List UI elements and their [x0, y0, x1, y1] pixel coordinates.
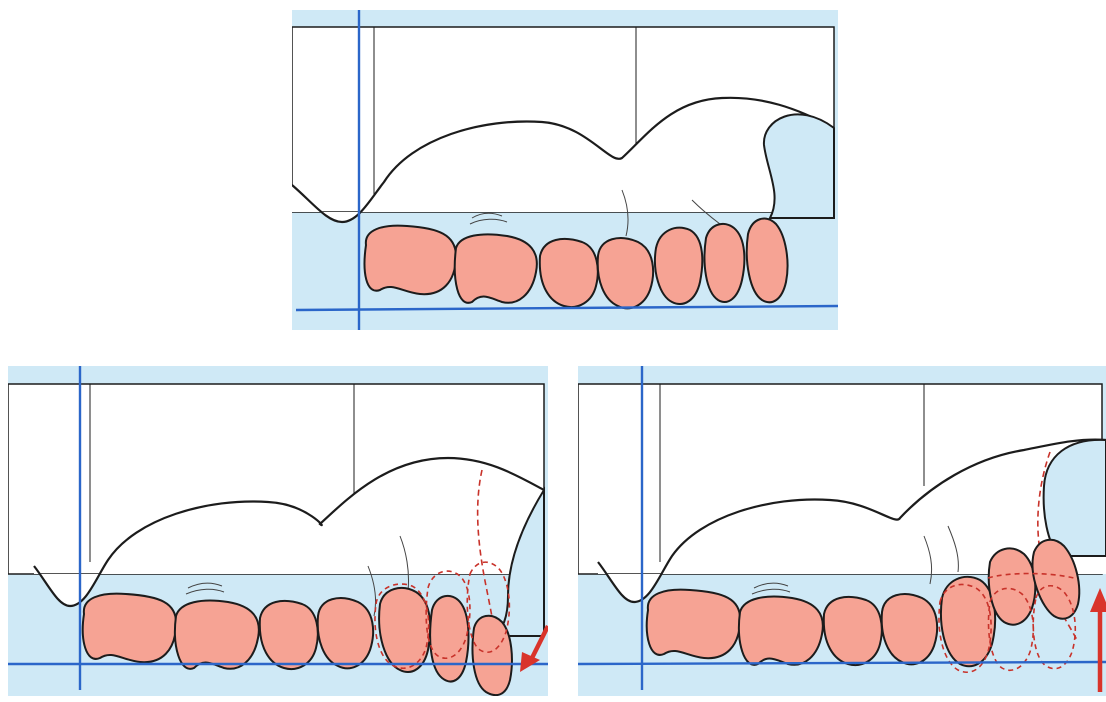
dental-arch-diagram-baseline	[292, 10, 838, 330]
tooth-canine	[941, 577, 995, 666]
dental-arch-diagram-tipped-down	[8, 366, 548, 696]
tooth-incisor	[705, 224, 745, 302]
tooth-molar	[175, 601, 259, 669]
tooth-molar	[83, 594, 176, 663]
tooth-molar	[365, 226, 457, 295]
tooth-molar	[739, 597, 823, 665]
tooth-incisor	[473, 616, 512, 695]
tooth-molar	[647, 590, 740, 659]
tooth-molar	[455, 234, 537, 302]
tooth-incisor	[747, 219, 788, 303]
panel-bottom-left	[8, 366, 548, 696]
dental-arch-diagram-tipped-up	[578, 366, 1106, 696]
tuberosity-region	[764, 114, 834, 218]
panel-bottom-right	[578, 366, 1106, 696]
tooth-canine	[655, 228, 702, 304]
panel-top	[292, 10, 838, 330]
tooth-incisor	[430, 596, 468, 682]
tooth-incisor	[989, 548, 1036, 624]
